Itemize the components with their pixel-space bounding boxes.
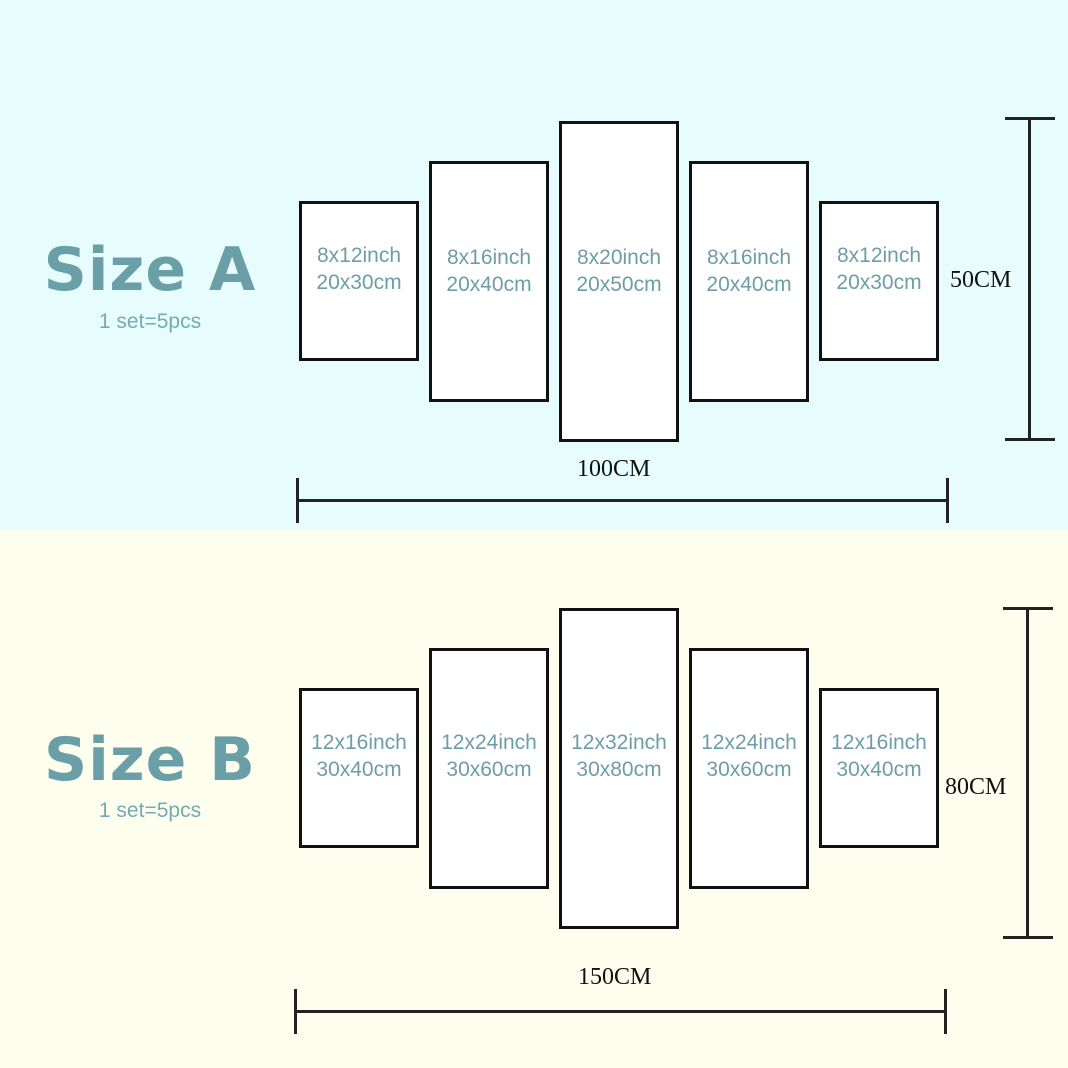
width-dimension-left-cap <box>294 989 297 1034</box>
panel-cm-label: 20x30cm <box>836 271 922 294</box>
height-dimension-line <box>1028 118 1031 440</box>
size-b-title: Size B <box>43 725 256 795</box>
size-a-panel-1: 8x12inch 20x30cm <box>299 201 419 361</box>
height-dimension-line <box>1026 608 1029 938</box>
height-dimension-top-cap <box>1005 117 1055 120</box>
size-a-panel-3: 8x20inch 20x50cm <box>559 121 679 442</box>
height-dimension-top-cap <box>1003 607 1053 610</box>
size-b-section: Size B 1 set=5pcs 12x16inch 30x40cm 12x2… <box>0 530 1068 1068</box>
height-label: 80CM <box>945 774 1007 800</box>
size-b-panel-2: 12x24inch 30x60cm <box>429 648 549 889</box>
width-dimension-right-cap <box>946 478 949 523</box>
size-a-title: Size A <box>43 235 257 305</box>
size-b-panel-5: 12x16inch 30x40cm <box>819 688 939 848</box>
width-dimension-left-cap <box>296 478 299 523</box>
panel-cm-label: 20x40cm <box>446 273 532 296</box>
panel-cm-label: 30x80cm <box>576 758 662 781</box>
panel-inch-label: 8x12inch <box>836 244 922 267</box>
panel-inch-label: 8x12inch <box>316 244 402 267</box>
panel-inch-label: 12x24inch <box>701 731 797 754</box>
size-a-panel-5: 8x12inch 20x30cm <box>819 201 939 361</box>
size-a-subtitle: 1 set=5pcs <box>98 310 202 333</box>
height-dimension-bottom-cap <box>1003 936 1053 939</box>
width-dimension-right-cap <box>944 989 947 1034</box>
size-b-subtitle: 1 set=5pcs <box>98 799 202 822</box>
size-b-panel-4: 12x24inch 30x60cm <box>689 648 809 889</box>
size-a-section: Size A 1 set=5pcs 8x12inch 20x30cm 8x16i… <box>0 0 1068 530</box>
size-a-panel-2: 8x16inch 20x40cm <box>429 161 549 402</box>
panel-inch-label: 12x16inch <box>311 731 407 754</box>
panel-cm-label: 30x40cm <box>836 758 922 781</box>
height-dimension-bottom-cap <box>1005 438 1055 441</box>
width-label: 150CM <box>578 964 652 990</box>
panel-cm-label: 20x30cm <box>316 271 402 294</box>
width-dimension-line <box>295 1010 947 1013</box>
size-a-panel-4: 8x16inch 20x40cm <box>689 161 809 402</box>
panel-cm-label: 30x60cm <box>706 758 792 781</box>
panel-inch-label: 12x24inch <box>441 731 537 754</box>
panel-inch-label: 12x32inch <box>571 731 667 754</box>
panel-inch-label: 12x16inch <box>831 731 927 754</box>
panel-cm-label: 20x40cm <box>706 273 792 296</box>
panel-inch-label: 8x20inch <box>576 246 662 269</box>
width-dimension-line <box>297 499 949 502</box>
size-b-panel-3: 12x32inch 30x80cm <box>559 608 679 929</box>
width-label: 100CM <box>577 456 651 482</box>
panel-cm-label: 20x50cm <box>576 273 662 296</box>
panel-inch-label: 8x16inch <box>446 246 532 269</box>
size-b-panel-1: 12x16inch 30x40cm <box>299 688 419 848</box>
panel-cm-label: 30x60cm <box>446 758 532 781</box>
panel-inch-label: 8x16inch <box>706 246 792 269</box>
height-label: 50CM <box>950 267 1012 293</box>
panel-cm-label: 30x40cm <box>316 758 402 781</box>
